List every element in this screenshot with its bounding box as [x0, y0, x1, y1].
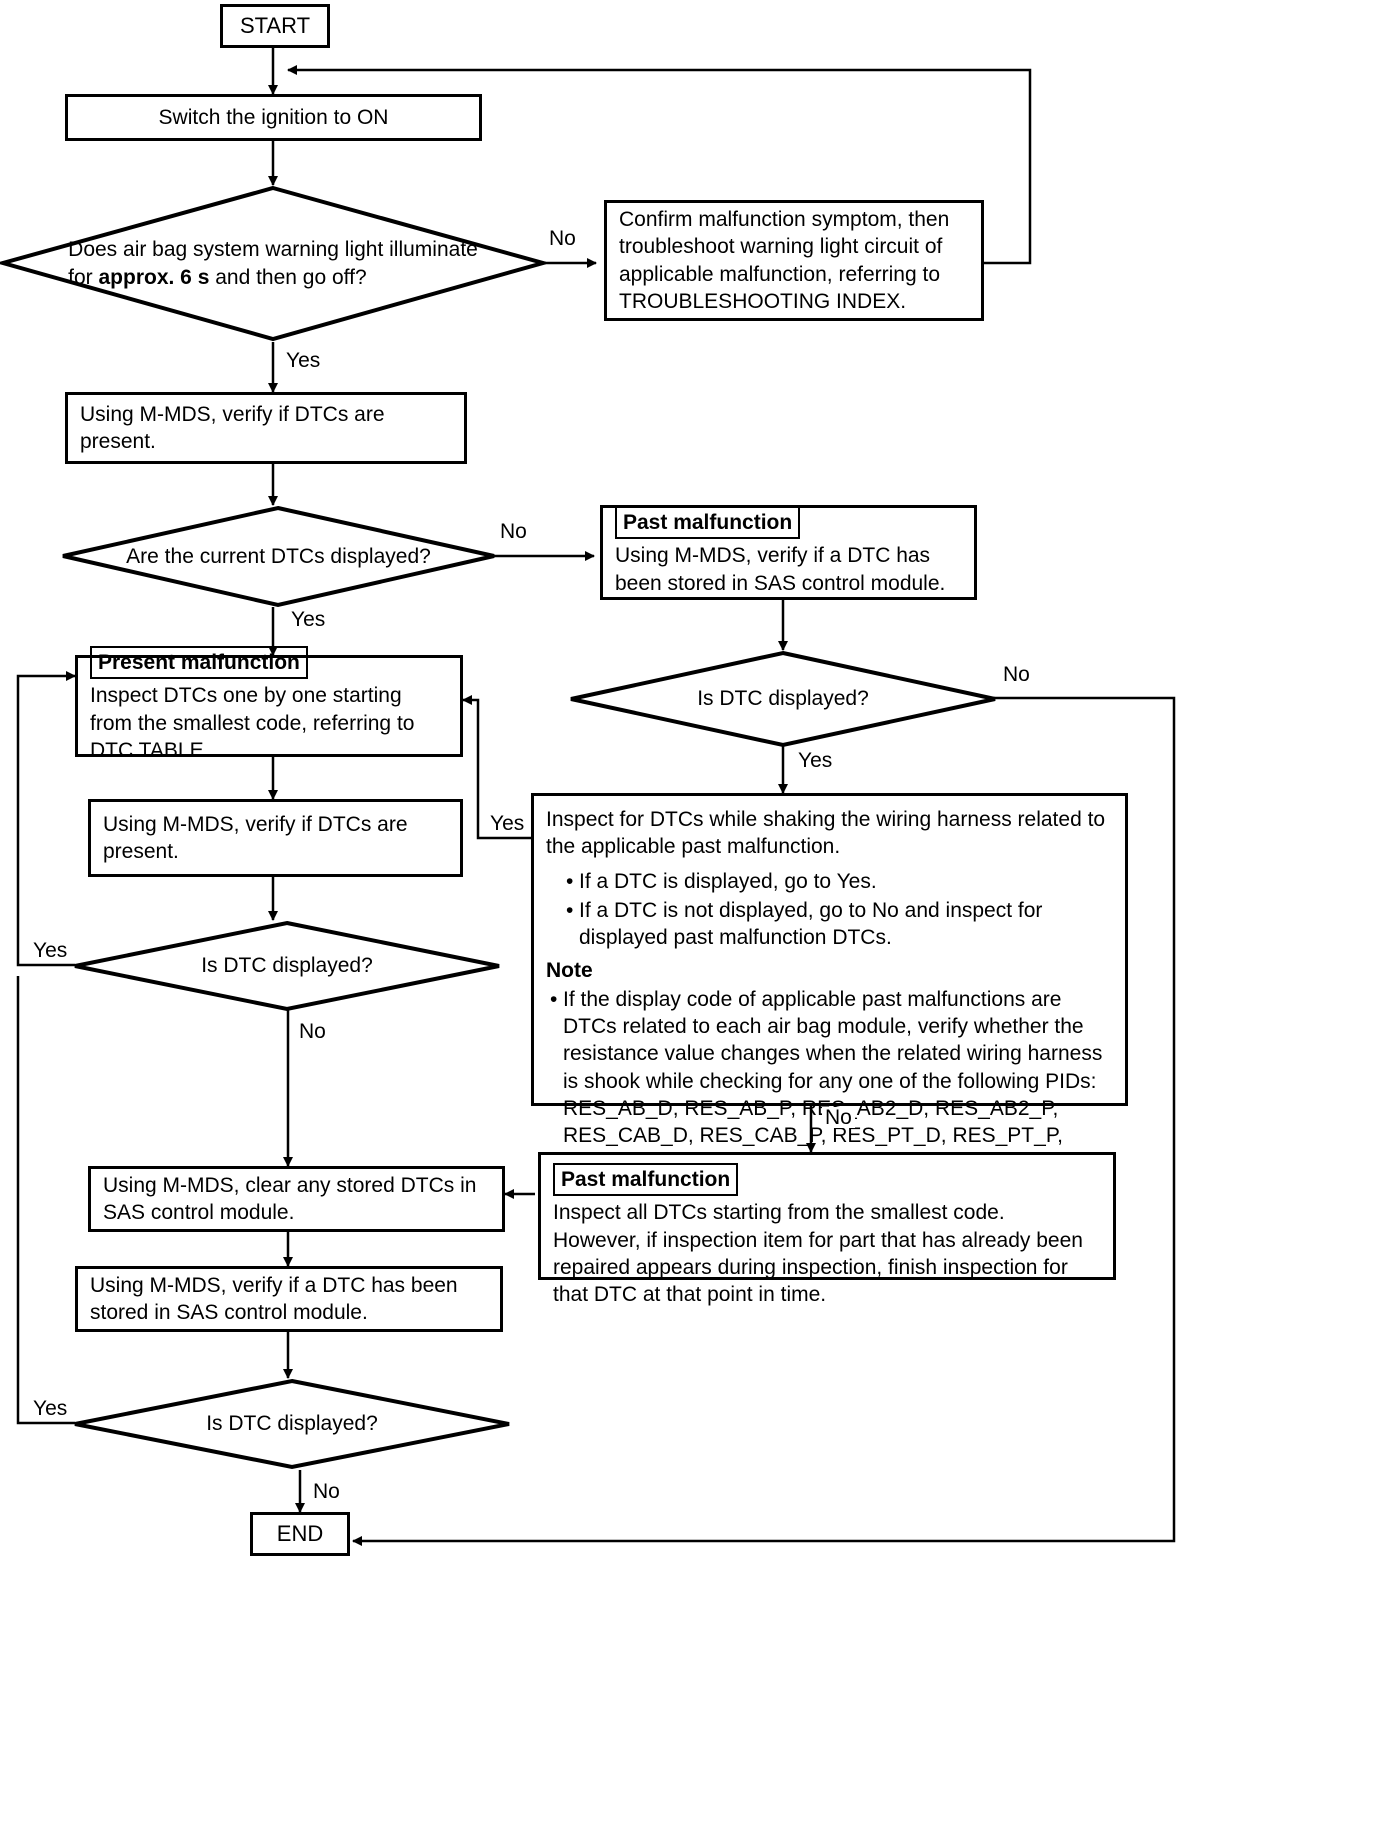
edge-label-no-current-dtcs: No [497, 521, 530, 542]
process-switch-ignition-label: Switch the ignition to ON [158, 105, 389, 129]
process-verify-stored-dtc-label: Using M-MDS, verify if a DTC has been st… [90, 1273, 458, 1324]
edge-label-no-shake-down: No [822, 1107, 855, 1128]
process-verify-dtcs-present-2: Using M-MDS, verify if DTCs are present. [88, 799, 463, 877]
decision-warning-light: Does air bag system warning light illumi… [0, 185, 551, 342]
present-malfunction-tag: Present malfunction [90, 645, 308, 680]
edge-label-no-right-dtc: No [1000, 664, 1033, 685]
decision-is-dtc-displayed-mid-shape [74, 920, 500, 1012]
edge-label-no-warning-light: No [546, 228, 579, 249]
edge-label-no-mid-dtc: No [296, 1021, 329, 1042]
decision-is-dtc-displayed-right-shape [570, 650, 996, 748]
decision-is-dtc-displayed-bottom: Is DTC displayed? [72, 1378, 512, 1470]
decision-is-dtc-displayed-right: Is DTC displayed? [568, 650, 998, 748]
shake-harness-bullets: If a DTC is displayed, go to Yes. If a D… [546, 868, 1113, 952]
process-past-malfunction-2: Past malfunction Inspect all DTCs starti… [538, 1152, 1116, 1306]
past-malfunction-tag-2: Past malfunction [553, 1163, 739, 1197]
process-confirm-symptom: Confirm malfunction symptom, then troubl… [604, 200, 984, 321]
edge-label-yes-shake-back: Yes [487, 813, 528, 834]
terminal-start: START [220, 4, 330, 48]
decision-is-dtc-displayed-mid: Is DTC displayed? [72, 920, 502, 1012]
process-verify-stored-dtc: Using M-MDS, verify if a DTC has been st… [75, 1266, 503, 1332]
note-bullet: If the display code of applicable past m… [550, 986, 1113, 1177]
note-heading: Note [546, 959, 593, 983]
process-switch-ignition: Switch the ignition to ON [65, 94, 482, 141]
shake-harness-bullet: If a DTC is not displayed, go to No and … [566, 897, 1113, 952]
note-bullets: If the display code of applicable past m… [546, 986, 1113, 1177]
decision-current-dtcs: Are the current DTCs displayed? [60, 505, 497, 608]
process-clear-stored-dtcs-label: Using M-MDS, clear any stored DTCs in SA… [103, 1173, 477, 1224]
edge-label-yes-right-dtc: Yes [795, 750, 836, 771]
process-past-malfunction-2-label: Inspect all DTCs starting from the small… [553, 1201, 1083, 1307]
process-verify-dtcs-present: Using M-MDS, verify if DTCs are present. [65, 392, 467, 464]
decision-current-dtcs-shape [62, 505, 495, 608]
process-shake-harness: Inspect for DTCs while shaking the wirin… [531, 793, 1128, 1175]
decision-is-dtc-displayed-bottom-shape [74, 1378, 510, 1470]
edge-label-no-bottom-dtc: No [310, 1481, 343, 1502]
terminal-end: END [250, 1512, 350, 1556]
process-confirm-symptom-label: Confirm malfunction symptom, then troubl… [619, 207, 950, 313]
shake-harness-bullet: If a DTC is displayed, go to Yes. [566, 868, 1113, 896]
decision-warning-light-shape [0, 185, 551, 342]
process-present-malfunction-label: Inspect DTCs one by one starting from th… [90, 684, 415, 762]
process-past-malfunction-1-label: Using M-MDS, verify if a DTC has been st… [615, 544, 946, 595]
process-present-malfunction: Present malfunction Inspect DTCs one by … [75, 645, 463, 762]
edge-label-yes-bottom-dtc: Yes [30, 1398, 71, 1419]
edge-label-yes-warning-light: Yes [283, 350, 324, 371]
terminal-start-label: START [239, 13, 311, 38]
process-shake-harness-intro: Inspect for DTCs while shaking the wirin… [546, 808, 1106, 859]
process-verify-dtcs-present-label: Using M-MDS, verify if DTCs are present. [80, 402, 385, 453]
past-malfunction-tag-1: Past malfunction [615, 506, 801, 540]
process-past-malfunction-1: Past malfunction Using M-MDS, verify if … [600, 505, 977, 600]
edge-label-yes-mid-dtc: Yes [30, 940, 71, 961]
process-verify-dtcs-present-2-label: Using M-MDS, verify if DTCs are present. [103, 812, 408, 863]
process-clear-stored-dtcs: Using M-MDS, clear any stored DTCs in SA… [88, 1166, 505, 1232]
terminal-end-label: END [276, 1521, 324, 1546]
edge-label-yes-current-dtcs: Yes [288, 609, 329, 630]
